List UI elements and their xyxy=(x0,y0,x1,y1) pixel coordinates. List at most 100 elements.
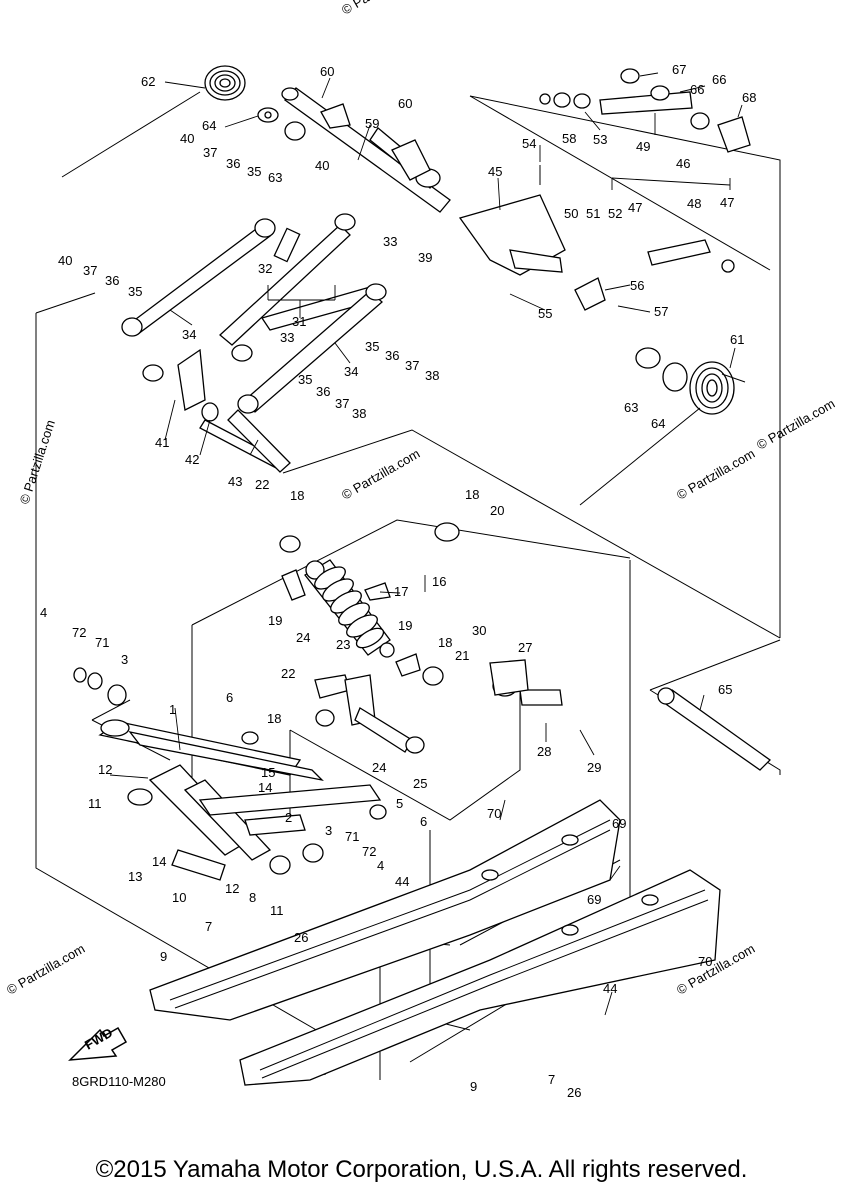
callout: 11 xyxy=(88,796,102,811)
callout: 3 xyxy=(121,652,128,667)
callout: 52 xyxy=(608,206,622,221)
callout: 56 xyxy=(630,278,644,293)
callout: 36 xyxy=(105,273,119,288)
callout: 22 xyxy=(255,477,269,492)
callout: 4 xyxy=(377,858,384,873)
callout: 42 xyxy=(185,452,199,467)
rear-bracket xyxy=(458,68,751,392)
callout: 47 xyxy=(720,195,734,210)
callout: 18 xyxy=(290,488,304,503)
callout: 14 xyxy=(258,780,272,795)
callout: 46 xyxy=(676,156,690,171)
callout: 9 xyxy=(160,949,167,964)
callout: 40 xyxy=(180,131,194,146)
callout: 40 xyxy=(58,253,72,268)
leader-lines xyxy=(109,72,743,1016)
callout: 13 xyxy=(128,869,142,884)
callout: 18 xyxy=(438,635,452,650)
callout: 45 xyxy=(488,164,502,179)
callout: 3 xyxy=(325,823,332,838)
watermark-vertical: © Partzilla.com xyxy=(17,418,58,506)
slide-rail-right xyxy=(149,799,621,1021)
callout: 6 xyxy=(226,690,233,705)
callout: 59 xyxy=(365,116,379,131)
callout: 61 xyxy=(730,332,744,347)
callout: 64 xyxy=(651,416,665,431)
watermark: © Partzilla.com xyxy=(4,941,87,998)
callout: 71 xyxy=(345,829,359,844)
callout: 51 xyxy=(586,206,600,221)
shafts xyxy=(227,409,772,771)
callout: 38 xyxy=(352,406,366,421)
callout: 70 xyxy=(487,806,501,821)
watermark: © Partzilla.com xyxy=(339,446,422,503)
front-arm-assembly xyxy=(73,659,529,881)
callout: 18 xyxy=(465,487,479,502)
callout: 10 xyxy=(172,890,186,905)
callout: 68 xyxy=(742,90,756,105)
callout-labels: 62 60 60 64 59 40 37 36 35 63 40 67 66 6… xyxy=(40,62,756,1100)
callout: 19 xyxy=(268,613,282,628)
callout: 8 xyxy=(249,890,256,905)
callout: 66 xyxy=(712,72,726,87)
callout: 25 xyxy=(413,776,427,791)
callout: 19 xyxy=(398,618,412,633)
callout: 39 xyxy=(418,250,432,265)
callout: 70 xyxy=(698,954,712,969)
callout: 63 xyxy=(624,400,638,415)
callout: 7 xyxy=(205,919,212,934)
callout: 24 xyxy=(296,630,310,645)
callout: 55 xyxy=(538,306,552,321)
callout: 37 xyxy=(335,396,349,411)
callout: 54 xyxy=(522,136,536,151)
watermarks: © Partzilla.com © Partzilla.com © Partzi… xyxy=(4,0,837,998)
callout: 4 xyxy=(40,605,47,620)
callout: 35 xyxy=(128,284,142,299)
callout: 37 xyxy=(405,358,419,373)
callout: 62 xyxy=(141,74,155,89)
callout: 30 xyxy=(472,623,486,638)
callout: 34 xyxy=(344,364,358,379)
watermark: © Partzilla.com xyxy=(754,396,837,453)
callout: 50 xyxy=(564,206,578,221)
callout: 37 xyxy=(83,263,97,278)
callout: 29 xyxy=(587,760,601,775)
callout: 31 xyxy=(292,314,306,329)
callout: 2 xyxy=(285,810,292,825)
callout: 60 xyxy=(398,96,412,111)
callout: 35 xyxy=(365,339,379,354)
callout: 67 xyxy=(672,62,686,77)
callout: 27 xyxy=(518,640,532,655)
fwd-arrow-icon: FWD xyxy=(68,1025,128,1061)
diagram-code: 8GRD110-M280 xyxy=(72,1074,166,1089)
callout: 64 xyxy=(202,118,216,133)
callout: 49 xyxy=(636,139,650,154)
callout: 53 xyxy=(593,132,607,147)
callout: 1 xyxy=(169,702,176,717)
callout: 48 xyxy=(687,196,701,211)
callout: 43 xyxy=(228,474,242,489)
shock-absorber xyxy=(279,522,563,706)
callout: 66 xyxy=(690,82,704,97)
callout: 47 xyxy=(628,200,642,215)
callout: 18 xyxy=(267,711,281,726)
callout: 28 xyxy=(537,744,551,759)
callout: 26 xyxy=(567,1085,581,1100)
callout: 12 xyxy=(225,881,239,896)
watermark: © Partzilla.com xyxy=(674,446,757,503)
callout: 44 xyxy=(395,874,409,889)
callout: 16 xyxy=(432,574,446,589)
callout: 11 xyxy=(270,903,284,918)
callout: 41 xyxy=(155,435,169,450)
callout: 15 xyxy=(261,765,275,780)
callout: 69 xyxy=(587,892,601,907)
callout: 69 xyxy=(612,816,626,831)
callout: 34 xyxy=(182,327,196,342)
callout: 21 xyxy=(455,648,469,663)
callout: 36 xyxy=(226,156,240,171)
callout: 24 xyxy=(372,760,386,775)
callout: 36 xyxy=(385,348,399,363)
callout: 71 xyxy=(95,635,109,650)
callout: 17 xyxy=(394,584,408,599)
